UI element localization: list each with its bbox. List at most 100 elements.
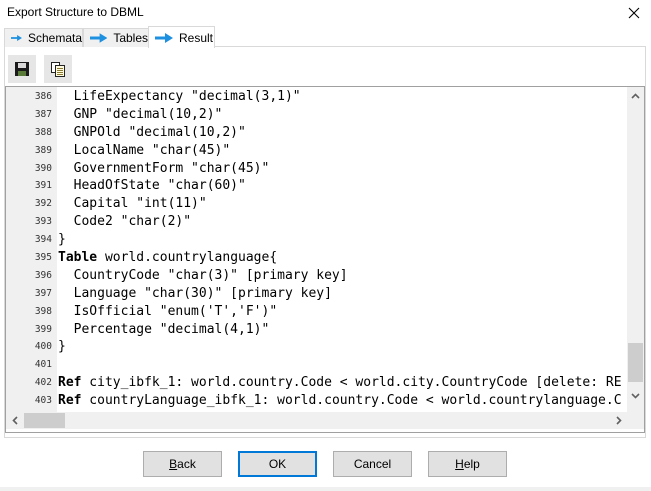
code-body: CountryCode "char(3)" [primary key] — [58, 267, 348, 283]
code-body: GNPOld "decimal(10,2)" — [58, 124, 246, 140]
code-line: 400} — [6, 338, 644, 356]
help-label: Help — [455, 457, 480, 471]
close-button[interactable] — [621, 1, 647, 25]
code-body: countryLanguage_ibfk_1: world.country.Co… — [81, 393, 622, 409]
help-button[interactable]: Help — [428, 451, 507, 477]
copy-to-clipboard-button[interactable] — [44, 55, 72, 83]
code-body: Code2 "char(2)" — [58, 214, 192, 230]
line-number: 388 — [34, 126, 52, 138]
close-icon — [628, 7, 640, 19]
code-text: GNP "decimal(10,2)" — [58, 106, 223, 124]
line-number: 400 — [34, 341, 52, 353]
line-number: 397 — [34, 287, 52, 299]
line-number: 399 — [34, 323, 52, 335]
keyword: Ref — [58, 375, 82, 391]
code-line: 403 Ref countryLanguage_ibfk_1: world.cou… — [6, 392, 644, 410]
mnemonic: H — [455, 457, 464, 471]
chevron-down-icon — [631, 392, 640, 399]
code-body: HeadOfState "char(60)" — [58, 178, 246, 194]
code-text: LifeExpectancy "decimal(3,1)" — [58, 88, 301, 106]
code-text: Table world.countrylanguage{ — [58, 249, 277, 267]
line-number: 402 — [34, 377, 52, 389]
line-number: 386 — [34, 91, 52, 102]
code-lines: 386 LifeExpectancy "decimal(3,1)" 387 GNP… — [6, 88, 644, 410]
chevron-left-icon — [11, 416, 18, 425]
tab-label: Schemata — [27, 31, 82, 45]
code-line: 394} — [6, 231, 644, 249]
arrow-right-icon — [11, 34, 22, 42]
cancel-button[interactable]: Cancel — [333, 451, 412, 477]
line-number: 394 — [34, 234, 52, 246]
code-line: 401 — [6, 356, 644, 374]
line-number: 389 — [34, 144, 52, 156]
tab-label: Tables — [113, 31, 148, 45]
code-line: 397 Language "char(30)" [primary key] — [6, 285, 644, 303]
scrollbar-corner — [627, 412, 644, 429]
code-text: GNPOld "decimal(10,2)" — [58, 124, 246, 142]
code-text: Percentage "decimal(4,1)" — [58, 321, 270, 339]
label-rest: ack — [177, 457, 196, 471]
tab-tables[interactable]: Tables — [83, 28, 149, 47]
code-line: 392 Capital "int(11)" — [6, 195, 644, 213]
dbml-output-editor[interactable]: 386 LifeExpectancy "decimal(3,1)" 387 GNP… — [5, 86, 645, 433]
arrow-right-icon — [90, 33, 108, 43]
scroll-right-button[interactable] — [610, 412, 627, 429]
ok-label: OK — [268, 457, 287, 471]
code-text: LocalName "char(45)" — [58, 142, 231, 160]
chevron-right-icon — [615, 416, 622, 425]
scroll-up-button[interactable] — [627, 87, 644, 104]
code-text: HeadOfState "char(60)" — [58, 177, 246, 195]
code-line: 402 Ref city_ibfk_1: world.country.Code <… — [6, 374, 644, 392]
window-title: Export Structure to DBML — [7, 5, 144, 19]
keyword: Table — [58, 250, 98, 266]
line-number: 392 — [34, 198, 52, 210]
code-body: Language "char(30)" [primary key] — [58, 285, 332, 301]
code-text: CountryCode "char(3)" [primary key] — [58, 267, 348, 285]
code-text: } — [58, 338, 66, 356]
horizontal-scroll-thumb[interactable] — [24, 413, 65, 428]
line-number: 396 — [34, 269, 52, 281]
save-icon — [15, 62, 29, 76]
code-body: LifeExpectancy "decimal(3,1)" — [58, 89, 301, 104]
code-line: 389 LocalName "char(45)" — [6, 142, 644, 160]
code-body: city_ibfk_1: world.country.Code < world.… — [81, 375, 622, 391]
horizontal-scrollbar[interactable] — [6, 412, 627, 429]
line-number: 403 — [34, 395, 52, 407]
code-line: 390 GovernmentForm "char(45)" — [6, 160, 644, 178]
line-number: 390 — [34, 162, 52, 174]
line-number: 393 — [34, 216, 52, 228]
tab-result[interactable]: Result — [148, 26, 215, 48]
scroll-left-button[interactable] — [6, 412, 23, 429]
line-number: 398 — [34, 305, 52, 317]
vertical-scrollbar[interactable] — [627, 87, 644, 413]
vertical-scroll-thumb[interactable] — [628, 343, 643, 382]
code-line: 398 IsOfficial "enum('T','F')" — [6, 303, 644, 321]
line-number: 387 — [34, 108, 52, 120]
label-rest: elp — [463, 457, 480, 471]
code-text: Capital "int(11)" — [58, 195, 207, 213]
code-text: } — [58, 231, 66, 249]
line-number: 401 — [34, 359, 52, 371]
ok-button[interactable]: OK — [238, 451, 317, 477]
tab-schemata[interactable]: Schemata — [4, 28, 83, 47]
line-number: 395 — [34, 252, 52, 264]
mnemonic: B — [169, 457, 178, 471]
code-line: 393 Code2 "char(2)" — [6, 213, 644, 231]
back-button[interactable]: Back — [143, 451, 222, 477]
code-body: } — [58, 339, 66, 355]
scroll-down-button[interactable] — [627, 387, 644, 404]
code-text: GovernmentForm "char(45)" — [58, 160, 270, 178]
code-body: world.countrylanguage{ — [97, 250, 278, 266]
copy-to-clipboard-icon — [51, 62, 65, 77]
arrow-right-icon — [155, 32, 173, 43]
code-body: Capital "int(11)" — [58, 196, 207, 212]
code-body: } — [58, 232, 66, 248]
title-bar: Export Structure to DBML — [0, 0, 651, 26]
code-line: 391 HeadOfState "char(60)" — [6, 177, 644, 195]
code-body: Percentage "decimal(4,1)" — [58, 321, 270, 337]
code-text: Ref countryLanguage_ibfk_1: world.countr… — [58, 392, 622, 410]
chevron-up-icon — [631, 92, 640, 99]
code-text: Language "char(30)" [primary key] — [58, 285, 332, 303]
code-body: GovernmentForm "char(45)" — [58, 160, 270, 176]
save-button[interactable] — [8, 55, 36, 83]
